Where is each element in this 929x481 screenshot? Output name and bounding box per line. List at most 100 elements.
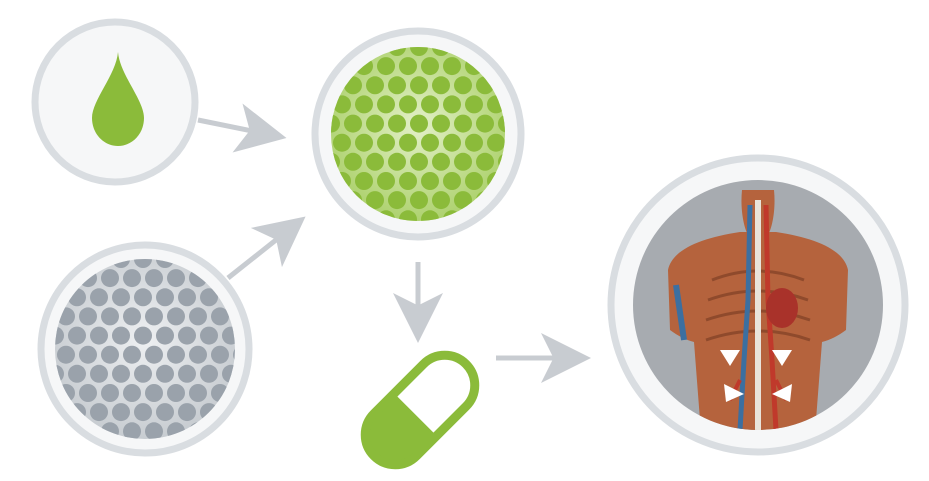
- particle-dot: [388, 76, 406, 94]
- human-body-node: [611, 158, 905, 452]
- loaded-particles-node: [315, 31, 521, 237]
- particle-dot: [178, 288, 196, 306]
- particle-dot: [156, 403, 174, 421]
- particle-dot: [189, 346, 207, 364]
- particle-dot: [178, 327, 196, 345]
- particle-dot: [134, 288, 152, 306]
- particle-dot: [123, 307, 141, 325]
- particle-dot: [123, 346, 141, 364]
- particle-dot: [145, 269, 163, 287]
- particle-dot: [399, 172, 417, 190]
- particle-dot: [465, 134, 483, 152]
- particle-dot: [399, 57, 417, 75]
- particle-dot: [156, 288, 174, 306]
- particle-dot: [101, 307, 119, 325]
- particle-dot: [90, 365, 108, 383]
- arrow-carrier-to-loaded: [228, 232, 286, 278]
- particle-dot: [79, 346, 97, 364]
- particle-dot: [443, 134, 461, 152]
- particle-dot: [112, 327, 130, 345]
- particle-dot: [211, 346, 229, 364]
- particle-dot: [57, 346, 75, 364]
- particle-dot: [90, 288, 108, 306]
- particle-dot: [377, 57, 395, 75]
- particle-dot: [68, 327, 86, 345]
- particle-dot: [178, 403, 196, 421]
- particle-dot: [178, 365, 196, 383]
- particle-dot: [377, 95, 395, 113]
- particle-dot: [355, 172, 373, 190]
- particle-dot: [123, 269, 141, 287]
- capsule-node: [353, 343, 487, 477]
- particle-dot: [167, 346, 185, 364]
- arrow-liquid-to-loaded: [198, 120, 262, 133]
- particle-dot: [487, 134, 505, 152]
- particle-dot: [145, 422, 163, 440]
- particle-dot: [388, 153, 406, 171]
- particle-dot: [399, 95, 417, 113]
- particle-dot: [443, 95, 461, 113]
- particle-dot: [432, 115, 450, 133]
- particle-dot: [344, 115, 362, 133]
- particle-dot: [410, 76, 428, 94]
- particle-dot: [156, 327, 174, 345]
- particle-dot: [432, 76, 450, 94]
- particle-dot: [377, 172, 395, 190]
- particle-dot: [145, 307, 163, 325]
- particle-dot: [145, 346, 163, 364]
- particle-dot: [79, 384, 97, 402]
- particle-dot: [443, 57, 461, 75]
- particle-dot: [421, 172, 439, 190]
- capsule-icon: [353, 343, 487, 477]
- particle-dot: [167, 269, 185, 287]
- carrier-particles-node: [41, 245, 251, 453]
- particle-dot: [90, 403, 108, 421]
- particle-dot: [454, 115, 472, 133]
- particle-dot: [443, 172, 461, 190]
- particle-dot: [167, 307, 185, 325]
- liquid-node: [35, 22, 195, 182]
- particle-dot: [388, 115, 406, 133]
- particle-dot: [145, 384, 163, 402]
- particle-dot: [410, 191, 428, 209]
- particle-dot: [410, 115, 428, 133]
- particle-dot: [333, 134, 351, 152]
- particle-dot: [410, 153, 428, 171]
- particle-dot: [366, 115, 384, 133]
- particle-dot: [355, 134, 373, 152]
- particle-dot: [366, 76, 384, 94]
- particle-dot: [156, 365, 174, 383]
- particle-dot: [112, 365, 130, 383]
- particle-dot: [476, 115, 494, 133]
- particle-dot: [134, 403, 152, 421]
- particle-dot: [432, 153, 450, 171]
- particle-dot: [421, 134, 439, 152]
- particle-dot: [200, 327, 218, 345]
- particle-dot: [344, 153, 362, 171]
- particle-dot: [421, 57, 439, 75]
- particle-dot: [167, 384, 185, 402]
- particle-dot: [112, 288, 130, 306]
- particle-dot: [454, 76, 472, 94]
- particle-dot: [421, 95, 439, 113]
- particle-dot: [454, 153, 472, 171]
- particle-dot: [101, 384, 119, 402]
- particle-dot: [101, 346, 119, 364]
- particle-dot: [134, 327, 152, 345]
- particle-dot: [189, 384, 207, 402]
- particle-dot: [112, 403, 130, 421]
- particle-dot: [189, 307, 207, 325]
- particle-dot: [476, 153, 494, 171]
- particle-dot: [101, 269, 119, 287]
- particle-dot: [123, 384, 141, 402]
- particle-dot: [134, 365, 152, 383]
- particle-dot: [90, 327, 108, 345]
- particle-dot: [68, 365, 86, 383]
- particle-dot: [388, 191, 406, 209]
- particle-dot: [465, 95, 483, 113]
- particle-dot: [399, 134, 417, 152]
- particle-dot: [377, 134, 395, 152]
- particle-dot: [366, 153, 384, 171]
